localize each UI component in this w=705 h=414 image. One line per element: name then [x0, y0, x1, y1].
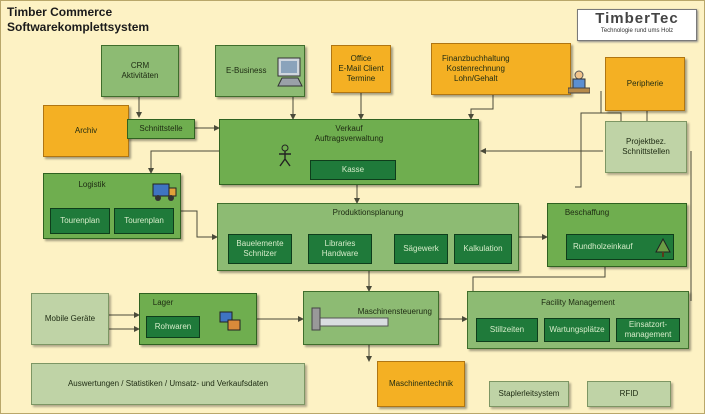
beschaffung-label: Beschaffung — [564, 208, 610, 217]
finanzbuchhaltung-box: Finanzbuchhaltung Kostenrechnung Lohn/Ge… — [431, 43, 591, 95]
tree-icon — [655, 237, 671, 261]
maschinensteuerung-box: Maschinensteuerung — [303, 291, 439, 345]
ebusiness-label: E-Business — [226, 66, 267, 75]
crm-box: CRM Aktivitäten — [101, 45, 179, 97]
produktionsplanung-label: Produktionsplanung — [332, 208, 404, 217]
salesperson-icon — [276, 144, 294, 171]
mobile-geraete-box: Mobile Geräte — [31, 293, 109, 345]
rundholzeinkauf-box: Rundholzeinkauf — [566, 234, 674, 260]
lager-label: Lager — [152, 298, 174, 307]
verkauf-box: Verkauf Auftragsverwaltung Kasse — [219, 119, 479, 185]
bauelemente-box: Bauelemente Schnitzer — [228, 234, 292, 264]
lager-box: Lager Rohwaren — [139, 293, 257, 345]
rfid-box: RFID — [587, 381, 671, 407]
wartungsplaetze-box: Wartungsplätze — [544, 318, 610, 342]
logo-name: TimberTec — [595, 10, 679, 27]
truck-icon — [152, 178, 178, 207]
einsatzort-management-box: Einsatzort- management — [616, 318, 680, 342]
diagram-title: Timber Commerce Softwarekomplettsystem — [7, 5, 150, 34]
person-at-desk-icon — [567, 70, 591, 99]
auswertungen-box: Auswertungen / Statistiken / Umsatz- und… — [31, 363, 305, 405]
timbertec-logo: TimberTec Technologie rund ums Holz — [577, 9, 697, 41]
maschinentechnik-box: Maschinentechnik — [377, 361, 465, 407]
beschaffung-box: Beschaffung Rundholzeinkauf — [547, 203, 687, 267]
rundholzeinkauf-label: Rundholzeinkauf — [573, 242, 633, 251]
peripherie-box: Peripherie — [605, 57, 685, 111]
schnittstelle-box: Schnittstelle — [127, 119, 195, 139]
rohwaren-box: Rohwaren — [146, 316, 200, 338]
logistik-box: Logistik Tourenplan Tourenplan — [43, 173, 181, 239]
ebusiness-box: E-Business — [215, 45, 305, 97]
facility-management-box: Facility Management Stillzeiten Wartungs… — [467, 291, 689, 349]
warehouse-icon — [218, 306, 244, 337]
monitor-icon — [276, 56, 304, 91]
stillzeiten-box: Stillzeiten — [476, 318, 538, 342]
tourenplan-box-2: Tourenplan — [114, 208, 174, 234]
kalkulation-box: Kalkulation — [454, 234, 512, 264]
logistik-label: Logistik — [78, 180, 106, 189]
sagewerk-box: Sägewerk — [394, 234, 448, 264]
logo-tagline: Technologie rund ums Holz — [600, 28, 674, 34]
finanzbuchhaltung-label: Finanzbuchhaltung Kostenrechnung Lohn/Ge… — [442, 54, 510, 83]
kasse-box: Kasse — [310, 160, 396, 180]
tourenplan-box-1: Tourenplan — [50, 208, 110, 234]
archiv-box: Archiv — [43, 105, 129, 157]
machine-icon — [310, 304, 390, 337]
office-box: Office E-Mail Client Termine — [331, 45, 391, 93]
maschinensteuerung-label: Maschinensteuerung — [357, 307, 432, 316]
staplerleitsystem-box: Staplerleitsystem — [489, 381, 569, 407]
produktionsplanung-box: Produktionsplanung Bauelemente Schnitzer… — [217, 203, 519, 271]
verkauf-label: Verkauf Auftragsverwaltung — [314, 124, 384, 143]
libraries-box: Libraries Handware — [308, 234, 372, 264]
projektbez-schnittstellen-box: Projektbez. Schnittstellen — [605, 121, 687, 173]
facility-management-label: Facility Management — [541, 298, 615, 307]
